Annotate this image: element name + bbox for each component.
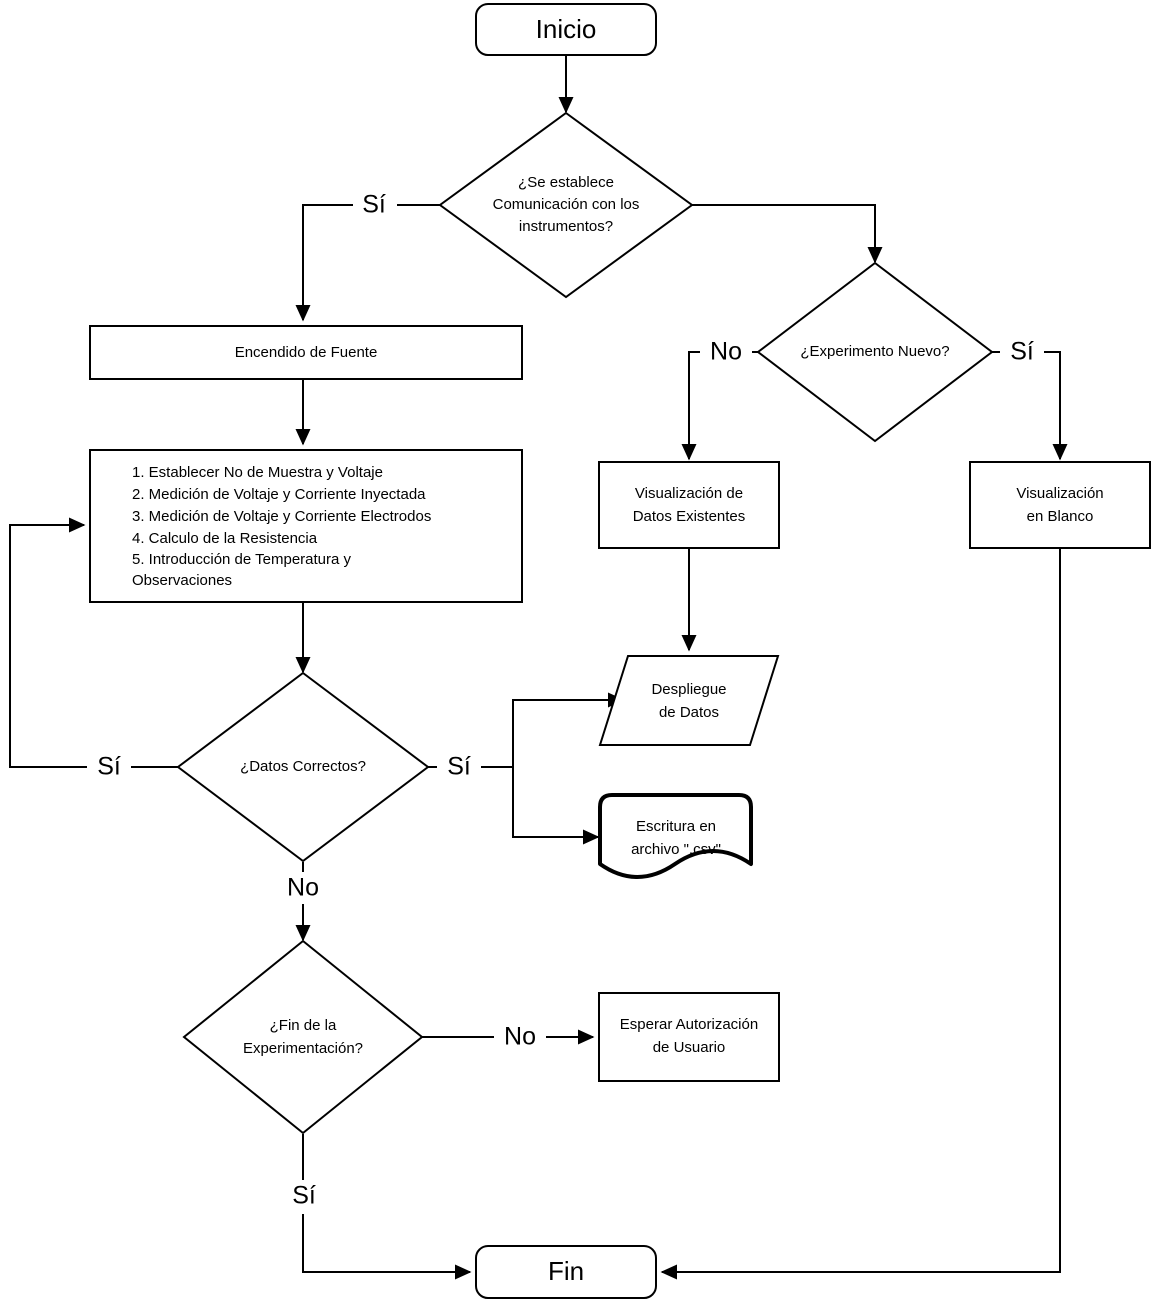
write-csv-shape xyxy=(598,793,753,879)
process-step-5: 5. Introducción de Temperatura y xyxy=(132,551,352,568)
edge-label-data-ok-yes-left: Sí xyxy=(87,751,131,783)
write-csv-line1: Escritura en xyxy=(636,818,716,835)
edge-label-end-experiment-yes: Sí xyxy=(282,1180,326,1214)
edge-new-experiment-no-to-view-existing xyxy=(681,351,758,461)
node-decision-comm[interactable]: ¿Se establece Comunicación con los instr… xyxy=(438,111,694,299)
start-shape xyxy=(475,3,657,56)
decision-end-experiment-shape xyxy=(182,939,424,1135)
decision-comm-shape xyxy=(438,111,694,299)
edge-label-comm-yes-text: Sí xyxy=(362,191,386,219)
process-step-1: 1. Establecer No de Muestra y Voltaje xyxy=(132,464,383,481)
view-blank-line2: en Blanco xyxy=(1027,508,1094,525)
decision-end-experiment-line2: Experimentación? xyxy=(243,1040,363,1057)
edge-label-new-experiment-no: No xyxy=(700,336,752,368)
view-existing-shape xyxy=(598,461,780,549)
edge-comm-no-to-new-experiment xyxy=(692,204,883,264)
display-data-shape xyxy=(598,655,780,746)
edge-label-data-ok-yes-left-text: Sí xyxy=(97,753,121,781)
node-decision-data-ok[interactable]: ¿Datos Correctos? xyxy=(176,671,430,863)
start-label: Inicio xyxy=(536,14,597,44)
node-view-blank[interactable]: Visualización en Blanco xyxy=(969,461,1151,549)
node-process-steps[interactable]: 1. Establecer No de Muestra y Voltaje 2.… xyxy=(89,449,523,603)
node-display-data[interactable]: Despliegue de Datos xyxy=(598,655,780,746)
wait-authorization-line1: Esperar Autorización xyxy=(620,1016,758,1033)
edge-label-new-experiment-yes-text: Sí xyxy=(1010,338,1034,366)
edge-label-end-experiment-no-text: No xyxy=(504,1023,536,1051)
edge-label-new-experiment-no-text: No xyxy=(710,338,742,366)
decision-comm-line1: ¿Se establece xyxy=(518,174,614,191)
node-end[interactable]: Fin xyxy=(475,1245,657,1299)
view-blank-shape xyxy=(969,461,1151,549)
edge-split-to-write-csv xyxy=(512,767,600,845)
edge-label-data-ok-yes-right-text: Sí xyxy=(447,753,471,781)
process-step-5-cont: Observaciones xyxy=(132,572,232,589)
decision-data-ok-label: ¿Datos Correctos? xyxy=(240,758,366,775)
display-data-line1: Despliegue xyxy=(651,681,726,698)
edge-label-end-experiment-yes-text: Sí xyxy=(292,1182,316,1210)
edge-comm-yes-to-source-on xyxy=(295,204,440,322)
wait-authorization-shape xyxy=(598,992,780,1082)
process-steps-shape xyxy=(89,449,523,603)
decision-data-ok-shape xyxy=(176,671,430,863)
process-source-on-label: Encendido de Fuente xyxy=(235,344,378,361)
edge-label-new-experiment-yes: Sí xyxy=(1000,336,1044,368)
wait-authorization-line2: de Usuario xyxy=(653,1039,726,1056)
node-decision-new-experiment[interactable]: ¿Experimento Nuevo? xyxy=(756,261,994,443)
decision-new-experiment-label: ¿Experimento Nuevo? xyxy=(800,343,949,360)
view-existing-line1: Visualización de xyxy=(635,485,743,502)
node-process-source-on[interactable]: Encendido de Fuente xyxy=(89,325,523,380)
end-shape xyxy=(475,1245,657,1299)
view-blank-line1: Visualización xyxy=(1016,485,1103,502)
end-label: Fin xyxy=(548,1256,584,1286)
edge-label-data-ok-no-text: No xyxy=(287,874,319,902)
process-step-2: 2. Medición de Voltaje y Corriente Inyec… xyxy=(132,486,426,503)
edge-label-data-ok-yes-right: Sí xyxy=(437,751,481,783)
edge-new-experiment-yes-to-view-blank xyxy=(992,351,1068,461)
process-source-on-shape xyxy=(89,325,523,380)
display-data-line2: de Datos xyxy=(659,704,719,721)
decision-new-experiment-shape xyxy=(756,261,994,443)
decision-comm-line2: Comunicación con los xyxy=(493,196,640,213)
decision-end-experiment-line1: ¿Fin de la xyxy=(270,1017,337,1034)
edge-label-end-experiment-no: No xyxy=(494,1021,546,1053)
node-wait-authorization[interactable]: Esperar Autorización de Usuario xyxy=(598,992,780,1082)
edge-view-blank-to-fin xyxy=(660,548,1061,1280)
process-step-4: 4. Calculo de la Resistencia xyxy=(132,530,318,547)
node-view-existing[interactable]: Visualización de Datos Existentes xyxy=(598,461,780,549)
node-start[interactable]: Inicio xyxy=(475,3,657,56)
edge-split-to-display-data xyxy=(512,692,625,767)
edge-label-data-ok-no: No xyxy=(277,872,329,904)
edge-end-experiment-yes-to-fin xyxy=(302,1134,472,1280)
node-write-csv[interactable]: Escritura en archivo ".csv" xyxy=(598,793,753,879)
process-step-3: 3. Medición de Voltaje y Corriente Elect… xyxy=(132,508,431,525)
node-decision-end-experiment[interactable]: ¿Fin de la Experimentación? xyxy=(182,939,424,1135)
decision-comm-line3: instrumentos? xyxy=(519,218,613,235)
write-csv-line2: archivo ".csv" xyxy=(631,841,721,858)
view-existing-line2: Datos Existentes xyxy=(633,508,746,525)
edge-label-comm-yes: Sí xyxy=(353,189,397,221)
